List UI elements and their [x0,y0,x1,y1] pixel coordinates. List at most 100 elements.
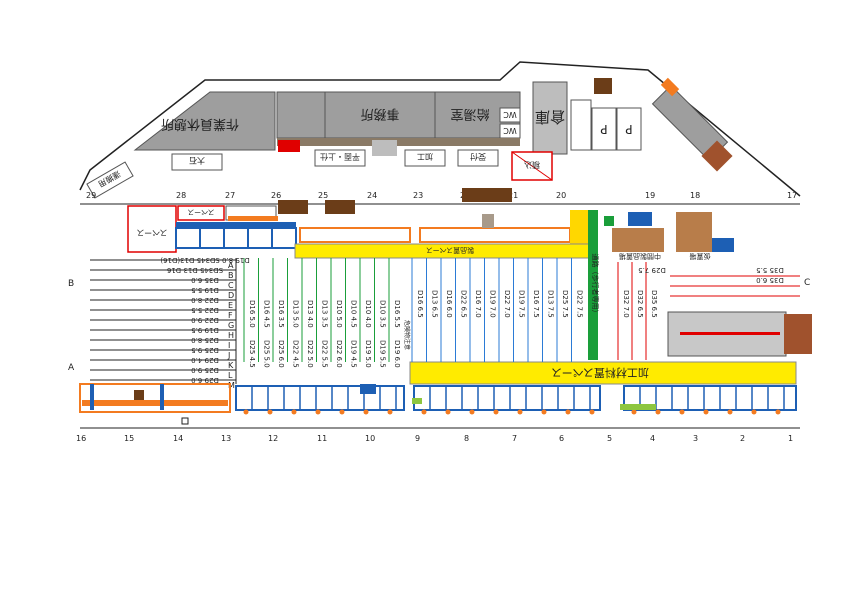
rack-marker [541,409,547,415]
box-label: スペース [136,228,167,237]
row-letter: C [228,281,234,290]
bay-label: D22 5.5 [321,340,329,368]
bay-label: D25 6.0 [277,340,285,368]
axis-label: 29 [86,191,96,200]
axis-label: 1 [788,434,793,443]
bay-label: D13 3.5 [321,300,329,328]
axis-label: 3 [693,434,698,443]
bay-label: D19 6.0 [393,340,401,368]
rack-row-label: D25 9.0 [191,366,219,374]
rack-row-label: D22 5.5 [191,306,219,314]
bay-label: D32 7.0 [622,290,630,318]
axis-label: 5 [607,434,612,443]
axis-label: 12 [268,434,278,443]
rack-block [620,404,656,410]
rack-row-label: D25 8.0 [191,336,219,344]
label-boxes: 大石 平面・上仕 加工 受付 積込 運搬用 [86,149,553,199]
rack-row-label: D35 6.0 [756,276,784,284]
bay-label: D19 7.0 [489,290,497,318]
rest-area-label: 作業員休憩所 [161,116,239,132]
right-storage [604,212,734,252]
rack-unit [235,385,405,411]
rack-strip [175,188,590,249]
row-letter: G [228,321,234,330]
axis-label: 7 [512,434,517,443]
row-letter: J [227,351,230,360]
bay-label: D19 5.5 [379,340,387,368]
rack-row-label: D29 6.0 [191,376,219,384]
lane-label: 製品置スペース [426,246,474,255]
parking-label: P [600,122,607,136]
bay-label: D22 7.5 [576,290,584,318]
row-letter: M [228,381,235,390]
bay-label: D16 7.5 [532,290,540,318]
box-label: 平面・上仕 [320,152,360,162]
rack-marker [339,409,345,415]
wc-label: WC [503,126,517,135]
bay-label: D32 6.5 [636,290,644,318]
axis-label: 21 [508,191,518,200]
bay-label: D22 4.5 [292,340,300,368]
bay-label: D13 6.5 [431,290,439,318]
bay-label: D19 5.0 [364,340,372,368]
rack-row-label: D19 9.5 [191,326,219,334]
wc-label: WC [503,110,517,119]
bay-label: D22 7.0 [503,290,511,318]
row-letter: E [228,301,233,310]
bay-label: D16 4.5 [263,300,271,328]
rack-block [412,398,422,404]
axis-label: 27 [225,191,235,200]
bay-label: D19 7.5 [518,290,526,318]
axis-label: 2 [740,434,745,443]
bay-label: D10 4.5 [350,300,358,328]
rack-row-label: D22 8.0 [191,296,219,304]
rack-marker [267,409,273,415]
rack-unit [623,385,797,411]
row-letter: L [228,371,233,380]
rack-marker [727,409,733,415]
axis-label: 16 [76,434,86,443]
kyutoshitsu-label: 給湯室 [450,106,489,122]
rack-row-label: D29 4.0 [191,356,219,364]
bottom-axis: 16 15 14 13 12 11 10 9 8 7 6 5 4 3 2 1 [76,434,793,443]
axis-label: 20 [556,191,566,200]
axis-label: 26 [271,191,281,200]
rack-marker [243,409,249,415]
row-letter: F [228,311,233,320]
axis-label: 17 [787,191,797,200]
side-label: A [68,363,75,373]
axis-label: 19 [645,191,655,200]
rack-marker [291,409,297,415]
bay-label: D13 7.5 [547,290,555,318]
walkway-label: 通路（歩行者専用） [591,254,600,317]
truck-icon [667,311,812,357]
red-note: 仮置場 [690,252,711,261]
bay-label: D16 5.5 [393,300,401,328]
box-label: スペース [187,208,214,216]
axis-label: 6 [559,434,564,443]
axis-label: 10 [365,434,375,443]
office-label: 事務所 [360,106,399,121]
rack-marker [565,409,571,415]
axis-label: 23 [413,191,423,200]
rack-row-label: D19 8.0 SD345 D13(D16) [160,256,250,264]
rack-marker [655,409,661,415]
rack-marker [517,409,523,415]
bay-label: D10 5.0 [335,300,343,328]
rack-marker [363,409,369,415]
rack-row-label: D19 5.5 [191,286,219,294]
building-block: 作業員休憩所 事務所 給湯室 WC WC 倉庫 P P [133,78,642,156]
row-letter: B [228,271,234,280]
axis-label: 25 [318,191,328,200]
side-label: B [68,279,74,289]
rack-marker [589,409,595,415]
rack-marker [631,409,637,415]
bay-label: D16 6.5 [416,290,424,318]
rack-row-label: D25 9.5 [191,346,219,354]
rack-marker [469,409,475,415]
rack-marker [751,409,757,415]
red-note: 中間製品置場 [619,252,661,261]
box-label: 積込 [524,160,540,170]
